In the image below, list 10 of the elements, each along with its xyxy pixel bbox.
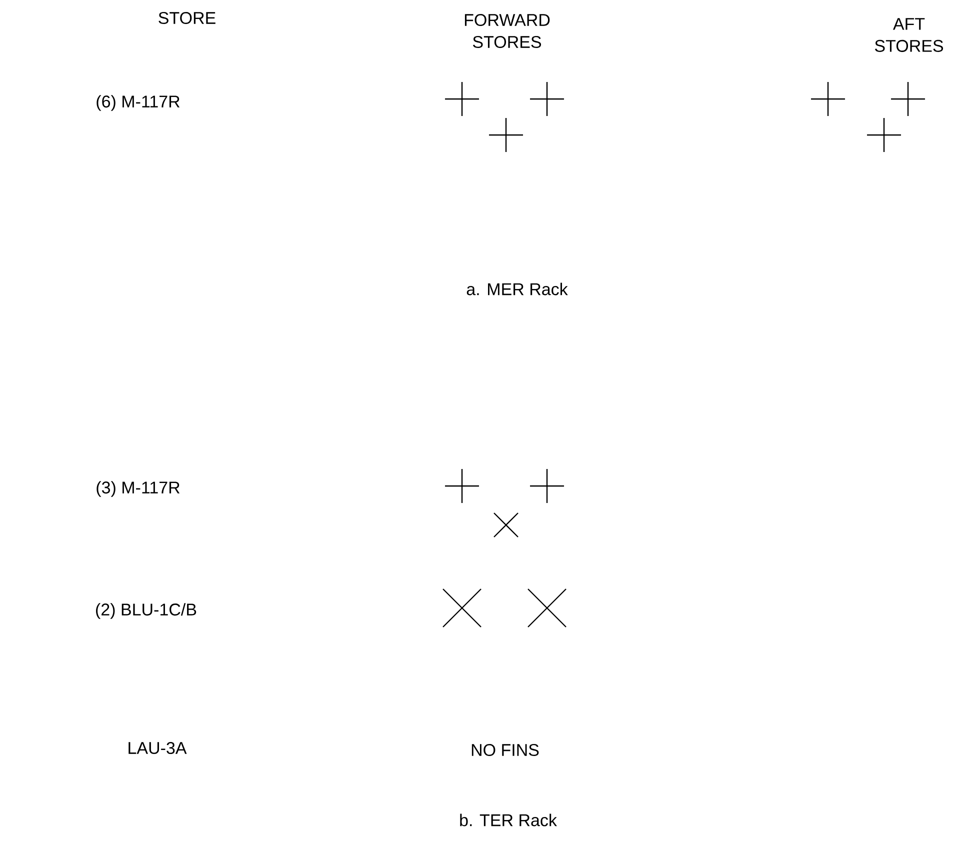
label: b. TER Rack: [460, 814, 557, 826]
label: (6) M-117R: [96, 95, 180, 111]
label: a. MER Rack: [466, 282, 568, 296]
label: NO FINS: [472, 744, 539, 756]
label: LAU-3A: [128, 742, 187, 754]
label: FORWARD STORES: [464, 14, 550, 48]
label: (2) BLU-1C/B: [96, 603, 196, 619]
label: AFT STORES: [874, 18, 944, 52]
label: (3) M-117R: [96, 481, 180, 497]
label: STORE: [158, 12, 216, 24]
